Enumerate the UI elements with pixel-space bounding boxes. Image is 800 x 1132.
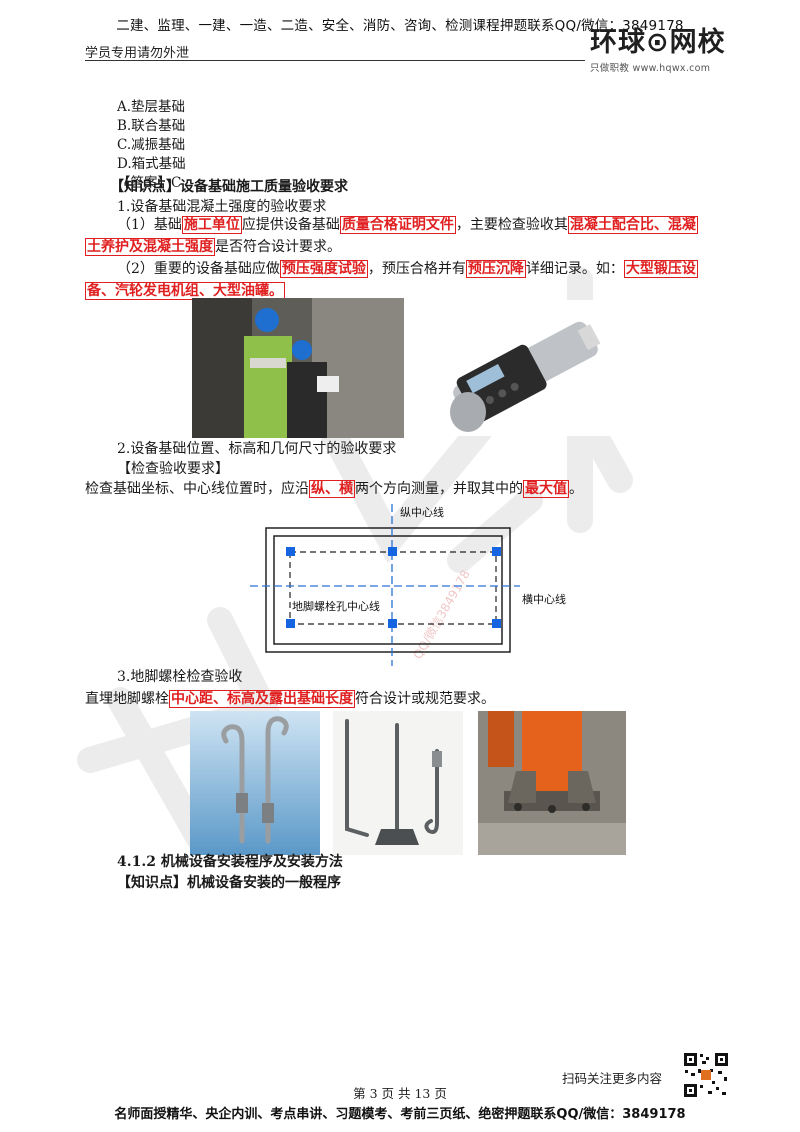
scan-prompt: 扫码关注更多内容 [562,1071,663,1086]
kp-title-1: 【知识点】设备基础施工质量验收要求 [110,179,348,195]
kp-title-2: 【知识点】机械设备安装的一般程序 [117,875,341,891]
photo-steel-column-base [478,711,626,855]
p2-text-a: （2）重要的设备基础应做 [117,261,280,277]
section-heading: 4.1.2 机械设备安装程序及安装方法 [117,854,343,870]
label-bolt-hole-centerline: 地脚螺栓孔中心线 [292,599,380,613]
s2-text-c: 两个方向测量，并取其中的 [355,481,523,497]
hl-bolt-spacing-elevation: 中心距、标高及露出基础长度 [169,690,355,708]
s1-para1-line2: 土养护及混凝土强度是否符合设计要求。 [85,236,341,258]
s2-subtitle: 【检查验收要求】 [117,461,229,477]
s3-text-c: 符合设计或规范要求。 [355,691,495,707]
header-rule [85,60,585,61]
s2-text-a: 检查基础坐标、中心线位置时，应沿 [85,481,309,497]
s1-para1-line1: （1）基础施工单位应提供设备基础质量合格证明文件，主要检查验收其混凝土配合比、混… [117,214,698,236]
s1-title: 1.设备基础混凝土强度的验收要求 [117,199,327,215]
hl-preload-settlement: 预压沉降 [465,260,526,278]
bolt-hole-marker [388,547,397,556]
s3-text-a: 直埋地脚螺栓 [85,691,169,707]
bolt-hole-marker [286,619,295,628]
footer-contact-line: 名师面授精华、央企内训、考点串讲、习题模考、考前三页纸、绝密押题联系QQ/微信：… [114,1107,686,1122]
bolt-hole-marker [286,547,295,556]
photo-rebound-hammer [440,300,610,436]
outer-foundation-outline [265,527,511,653]
photo-l-anchor-bolts [333,711,463,855]
p1-text-c: 应提供设备基础 [241,217,340,233]
header-contact-line: 二建、监理、一建、一造、二造、安全、消防、咨询、检测课程押题联系QQ/微信：38… [116,18,684,34]
option-d: D.箱式基础 [117,156,186,172]
p2-text-e: 详细记录。如： [525,261,624,277]
label-longitudinal-centerline: 纵中心线 [400,505,444,519]
bolt-hole-centerline-rect [289,551,497,625]
s1-para2-line2: 备、汽轮发电机组、大型油罐。 [85,280,285,302]
hl-forging-equipment: 大型锻压设 [623,260,698,278]
hl-construction-unit: 施工单位 [181,216,242,234]
qr-code[interactable] [682,1051,730,1099]
inner-foundation-outline [273,535,503,645]
hl-quality-certificate: 质量合格证明文件 [339,216,456,234]
label-transverse-centerline: 横中心线 [522,592,566,606]
bolt-hole-marker [492,619,501,628]
p1-text-a: （1）基础 [117,217,182,233]
page-number: 第 3 页 共 13 页 [353,1086,447,1101]
option-b: B.联合基础 [117,118,186,134]
hl-curing-strength: 土养护及混凝土强度 [85,238,215,256]
hl-maximum-value: 最大值 [523,480,569,498]
bolt-hole-marker [388,619,397,628]
answer-line: 【答案】C [117,175,182,191]
p1-text-h: 是否符合设计要求。 [215,239,341,255]
photo-hook-anchor-bolts [190,711,320,855]
s2-paragraph: 检查基础坐标、中心线位置时，应沿纵、横两个方向测量，并取其中的最大值。 [85,478,583,500]
hl-mix-ratio: 混凝土配合比、混凝 [567,216,698,234]
p1-text-e: ，主要检查验收其 [455,217,568,233]
hl-turbine-tank: 备、汽轮发电机组、大型油罐。 [85,282,285,300]
s2-text-e: 。 [569,481,583,497]
header-note: 学员专用请勿外泄 [85,46,190,61]
logo-subtitle: 只做职教 www.hqwx.com [590,63,711,74]
hl-preload-test: 预压强度试验 [279,260,368,278]
s3-paragraph: 直埋地脚螺栓中心距、标高及露出基础长度符合设计或规范要求。 [85,688,495,710]
bolt-hole-marker [492,547,501,556]
option-c: C.减振基础 [117,137,186,153]
photo-inspection-workers [192,298,404,438]
p2-text-c: ，预压合格并有 [367,261,466,277]
s3-title: 3.地脚螺栓检查验收 [117,669,243,685]
centerline-diagram: 纵中心线 横中心线 地脚螺栓孔中心线 [250,504,566,666]
hl-longitudinal-transverse: 纵、横 [309,480,355,498]
logo-title: 环球⊙网校 [590,27,726,58]
brand-logo: 环球⊙网校 只做职教 www.hqwx.com [590,28,740,84]
s1-para2-line1: （2）重要的设备基础应做预压强度试验，预压合格并有预压沉降详细记录。如：大型锻压… [117,258,698,280]
option-a: A.垫层基础 [117,99,186,115]
s2-title: 2.设备基础位置、标高和几何尺寸的验收要求 [117,441,397,457]
